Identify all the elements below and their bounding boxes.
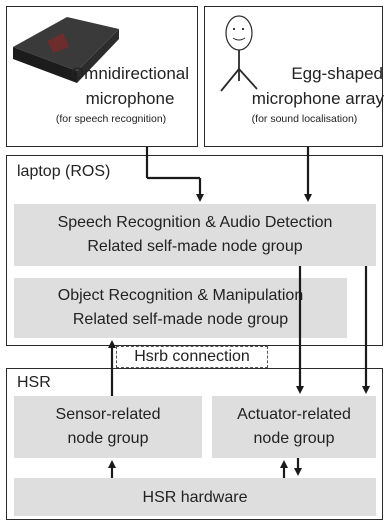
sensor-group-line2: node group [67, 430, 149, 447]
egg-microphone-box: Egg-shaped microphone array (for sound l… [204, 6, 384, 147]
speech-recognition-group: Speech Recognition & Audio Detection Rel… [14, 204, 376, 266]
sensor-group: Sensor-related node group [14, 396, 202, 458]
egg-microphone-icon [220, 15, 258, 92]
speech-group-line2: Related self-made node group [87, 238, 303, 255]
object-recognition-group: Object Recognition & Manipulation Relate… [14, 278, 347, 338]
actuator-group: Actuator-related node group [212, 396, 376, 458]
hsrb-connection-label: Hsrb connection [116, 346, 268, 368]
egg-title-line1: Egg-shaped [291, 64, 383, 83]
omni-title-line2: microphone [85, 89, 175, 108]
arrow-omni-to-speech [145, 147, 204, 202]
sensor-group-line1: Sensor-related [55, 406, 161, 423]
hardware-label: HSR hardware [142, 489, 248, 506]
object-group-line2: Related self-made node group [72, 311, 289, 328]
object-group-line1: Object Recognition & Manipulation [57, 287, 304, 304]
egg-title-line2: microphone array [251, 89, 384, 108]
laptop-label: laptop (ROS) [17, 163, 111, 180]
omni-microphone-icon [13, 17, 119, 83]
omni-subtitle: (for speech recognition) [55, 113, 167, 125]
actuator-group-line1: Actuator-related [237, 406, 351, 423]
omni-microphone-box: Omnidirectional microphone (for speech r… [6, 6, 198, 147]
egg-subtitle: (for sound localisation) [251, 113, 358, 125]
omni-title-line1: Omnidirectional [70, 64, 190, 83]
hsr-hardware: HSR hardware [14, 478, 376, 516]
speech-group-line1: Speech Recognition & Audio Detection [57, 214, 333, 231]
actuator-group-line2: node group [253, 430, 335, 447]
hsr-label: HSR [17, 374, 51, 391]
